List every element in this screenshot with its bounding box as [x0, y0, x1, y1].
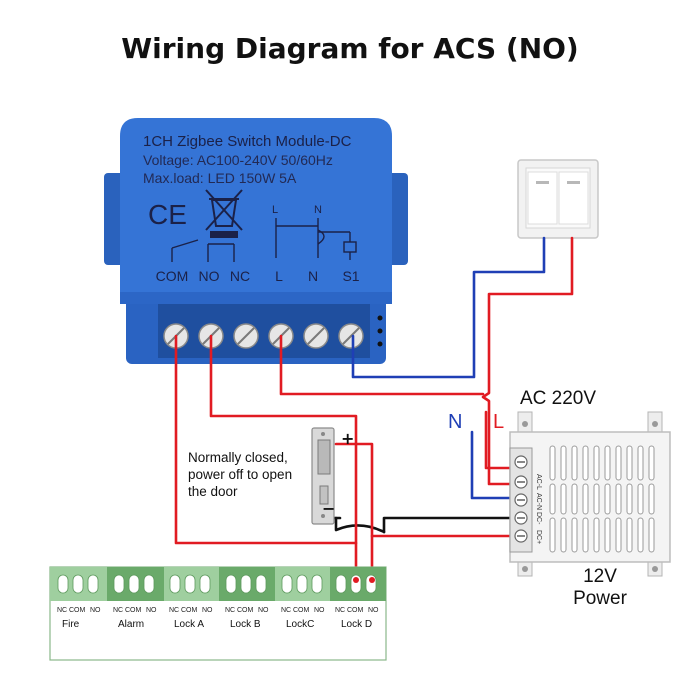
psu-terminal-screw — [514, 455, 528, 469]
wire-end-com — [353, 577, 359, 583]
input-terminal-labels: L N S1 — [275, 268, 360, 284]
relay-terminal-labels: COM NO NC — [156, 268, 250, 284]
svg-text:COM: COM — [69, 607, 86, 614]
internal-schematic — [275, 218, 357, 260]
svg-text:NO: NO — [258, 607, 269, 614]
module-l-wire — [279, 334, 485, 396]
svg-text:NC: NC — [57, 607, 67, 614]
psu-power-label: Power — [573, 588, 628, 609]
ac-voltage-label: AC 220V — [520, 388, 596, 409]
terminal-screw — [338, 323, 364, 349]
zone-lock-a: Lock A — [174, 619, 204, 630]
svg-text:NC: NC — [335, 607, 345, 614]
zone-lock-b: Lock B — [230, 619, 261, 630]
input-l-label: L — [275, 268, 283, 284]
terminal-screw — [303, 323, 329, 349]
svg-text:NO: NO — [368, 607, 379, 614]
psu-terminal-labels: AC-L AC-N DC- DC+ — [535, 474, 542, 544]
svg-text:COM: COM — [181, 607, 198, 614]
svg-text:NC: NC — [169, 607, 179, 614]
zone-fire: Fire — [62, 619, 80, 630]
com-to-panel-wire — [174, 334, 358, 545]
svg-text:NO: NO — [90, 607, 101, 614]
psu-terminal-screw — [514, 529, 528, 543]
zone-alarm: Alarm — [118, 619, 144, 630]
svg-text:NC: NC — [225, 607, 235, 614]
zigbee-switch-module: 1CH Zigbee Switch Module-DC Voltage: AC1… — [104, 118, 408, 364]
power-supply: AC-L AC-N DC- DC+ — [509, 411, 671, 577]
schematic-n-label: N — [314, 204, 322, 216]
electric-lock: + − — [311, 427, 354, 525]
switch-blue-wire — [351, 236, 546, 379]
lock-note-line: the door — [188, 484, 238, 499]
lock-minus-label: − — [322, 499, 335, 518]
svg-text:COM: COM — [293, 607, 310, 614]
psu-vent-slots — [549, 445, 655, 553]
relay-nc-label: NC — [230, 268, 250, 284]
psu-terminals — [514, 455, 528, 543]
lock-note-line: Normally closed, — [188, 450, 288, 465]
svg-text:NO: NO — [202, 607, 213, 614]
switch-red-wire — [481, 236, 574, 486]
zone-lock-d: Lock D — [341, 619, 372, 630]
svg-text:NC: NC — [281, 607, 291, 614]
dc-plus-wire — [370, 534, 526, 582]
psu-label-dc-plus: DC+ — [535, 530, 542, 544]
svg-text:NO: NO — [146, 607, 157, 614]
psu-voltage-label: 12V — [583, 566, 617, 587]
svg-text:NO: NO — [314, 607, 325, 614]
diagram-title: Wiring Diagram for ACS (NO) — [121, 32, 578, 65]
svg-text:COM: COM — [347, 607, 364, 614]
neutral-label: N — [448, 411, 462, 433]
lock-plus-label: + — [341, 429, 354, 448]
input-s1-label: S1 — [342, 268, 359, 284]
psu-terminal-screw — [514, 511, 528, 525]
svg-text:COM: COM — [125, 607, 142, 614]
lock-plus-wire — [334, 442, 374, 538]
no-to-panel-wire — [209, 334, 358, 582]
lock-note: Normally closed, power off to open the d… — [188, 450, 292, 499]
input-n-label: N — [308, 268, 318, 284]
wires — [174, 236, 574, 582]
psu-label-ac-l: AC-L — [535, 474, 542, 490]
svg-text:NC: NC — [113, 607, 123, 614]
svg-text:COM: COM — [237, 607, 254, 614]
relay-schematic — [171, 239, 235, 262]
terminal-screw — [233, 323, 259, 349]
wire-end-no — [369, 577, 375, 583]
psu-terminal-screw — [514, 475, 528, 489]
psu-label-dc-minus: DC- — [535, 512, 542, 525]
psu-terminal-screw — [514, 493, 528, 507]
psu-label-ac-n: AC-N — [535, 493, 542, 510]
dc-minus-bridge — [324, 516, 386, 534]
lock-note-line: power off to open — [188, 467, 292, 482]
schematic-l-label: L — [272, 204, 278, 216]
module-voltage: Voltage: AC100-240V 50/60Hz — [143, 152, 333, 168]
ac-n-wire — [470, 430, 526, 500]
dc-minus-wire — [382, 516, 526, 534]
weee-bin-icon — [205, 189, 243, 238]
relay-com-label: COM — [156, 268, 189, 284]
live-label: L — [493, 411, 504, 433]
wall-switch — [517, 159, 599, 239]
ce-mark: CE — [148, 199, 187, 230]
relay-no-label: NO — [199, 268, 220, 284]
zone-lock-c: LockC — [286, 619, 314, 630]
module-max-load: Max.load: LED 150W 5A — [143, 170, 297, 186]
panel-terminals — [57, 574, 377, 594]
module-name: 1CH Zigbee Switch Module-DC — [143, 133, 352, 150]
panel-zone-labels: Fire Alarm Lock A Lock B LockC Lock D — [62, 619, 372, 630]
